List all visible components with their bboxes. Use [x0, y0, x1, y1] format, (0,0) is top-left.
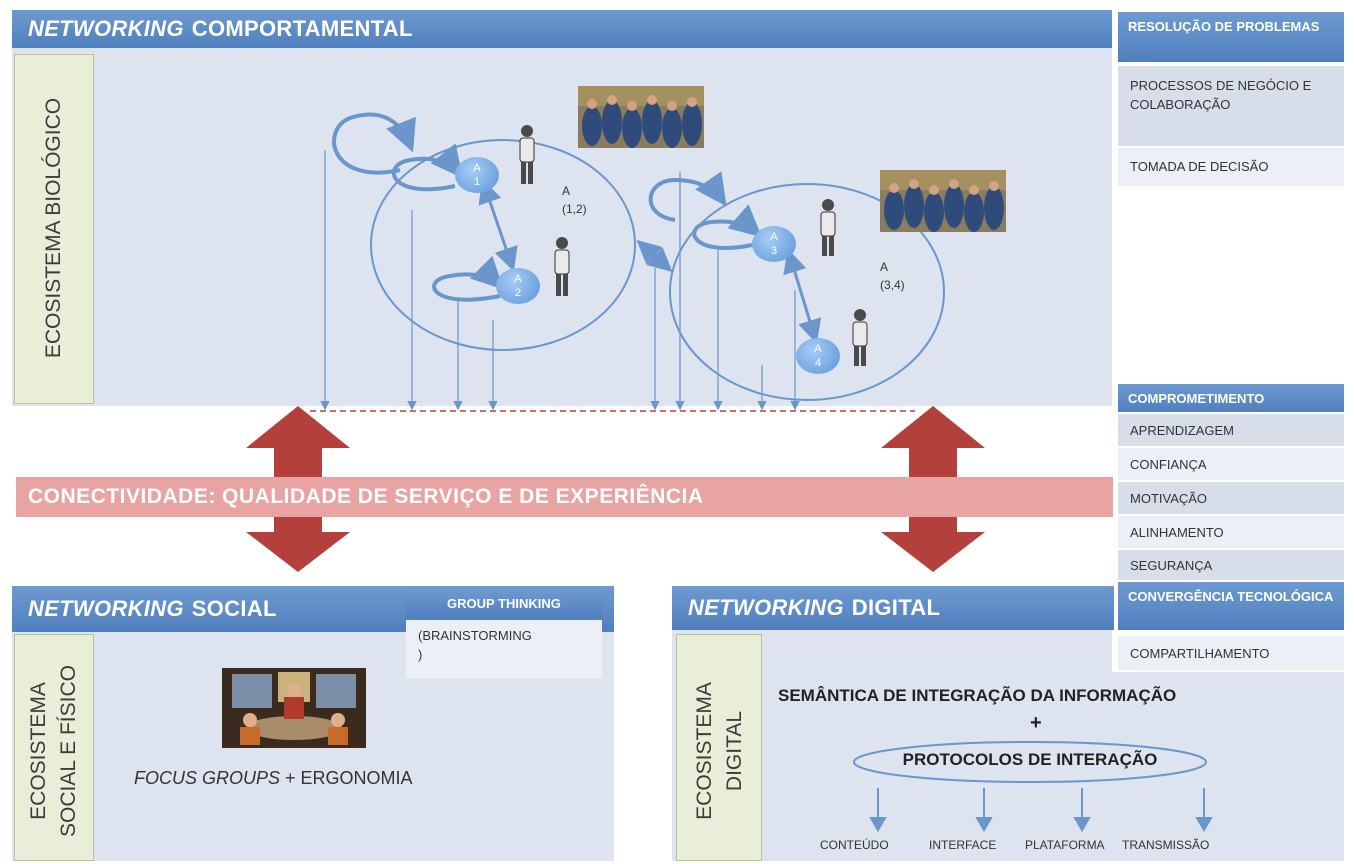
loop-a3 — [692, 204, 763, 251]
loop-outer-1 — [332, 112, 416, 175]
commitment-item: APRENDIZAGEM — [1118, 414, 1344, 446]
meeting-illustration — [222, 668, 366, 748]
node-a1: A 1 — [455, 157, 499, 193]
relation-label-1-2: A (1,2) — [562, 184, 587, 216]
commitment-item: CONFIANÇA — [1118, 448, 1344, 480]
biological-ecosystem-side: ECOSISTEMA BIOLÓGICO — [14, 54, 94, 404]
digital-title: DIGITAL — [851, 595, 941, 620]
relation-label-3-4: A (3,4) — [880, 260, 905, 292]
crowd-photo — [578, 86, 704, 148]
loop-a1 — [391, 143, 464, 192]
node-a4: A 4 — [796, 338, 840, 374]
edge-a3-a4 — [783, 248, 822, 344]
tech-convergence-header: CONVERGÊNCIA TECNOLÓGICA — [1118, 582, 1344, 630]
loop-a2 — [432, 255, 504, 302]
layer-arrows — [869, 788, 1213, 832]
node-a2: A 2 — [496, 268, 540, 304]
plus-sign: + — [1030, 712, 1042, 734]
business-process-item: PROCESSOS DE NEGÓCIO E COLABORAÇÃO — [1118, 66, 1344, 146]
digital-title-italic: NETWORKING — [688, 595, 844, 620]
digital-panel-right — [1112, 672, 1344, 861]
social-title-italic: NETWORKING — [28, 596, 184, 621]
layer-content: CONTEÚDO — [820, 838, 889, 852]
commitment-item: ALINHAMENTO — [1118, 516, 1344, 548]
person-icon — [852, 309, 868, 366]
behavioral-diagram — [310, 86, 1006, 412]
social-ecosystem-label: ECOSISTEMA SOCIAL E FÍSICO — [27, 665, 80, 837]
group-thinking-header: GROUP THINKING — [406, 589, 602, 619]
digital-header: NETWORKING DIGITAL — [672, 586, 1114, 630]
node-a3: A 3 — [752, 226, 796, 262]
group-ellipse-1 — [370, 139, 636, 351]
person-icon — [519, 125, 535, 184]
behavioral-title: COMPORTAMENTAL — [191, 16, 413, 41]
edge-a1-a2 — [478, 178, 518, 272]
digital-ecosystem-label: ECOSISTEMA DIGITAL — [693, 682, 746, 820]
problem-solving-header: RESOLUÇÃO DE PROBLEMAS — [1118, 12, 1344, 62]
focus-groups-text: FOCUS GROUPS — [134, 768, 281, 788]
edge-groups — [636, 240, 673, 272]
layer-transmission: TRANSMISSÃO — [1122, 838, 1210, 852]
up-arrow-right — [881, 406, 985, 478]
layer-platform: PLATAFORMA — [1025, 838, 1105, 852]
down-arrow-right — [881, 517, 985, 572]
protocols-text: PROTOCOLOS DE INTERAÇÃO — [902, 750, 1158, 769]
ergonomics-text: + ERGONOMIA — [280, 768, 413, 788]
focus-groups-caption: FOCUS GROUPS + ERGONOMIA — [134, 768, 413, 789]
social-title: SOCIAL — [191, 596, 277, 621]
down-arrow-left — [246, 517, 350, 572]
behavioral-title-italic: NETWORKING — [28, 16, 184, 41]
semantics-text: SEMÂNTICA DE INTEGRAÇÃO DA INFORMAÇÃO — [778, 686, 1177, 705]
commitment-item: SEGURANÇA — [1118, 550, 1344, 580]
group-ellipse-2 — [669, 183, 945, 401]
commitment-header: COMPROMETIMENTO — [1118, 384, 1344, 412]
red-arrows — [246, 406, 985, 572]
protocols-ellipse — [853, 741, 1207, 783]
connectivity-bar: CONECTIVIDADE: QUALIDADE DE SERVIÇO E DE… — [16, 477, 1113, 517]
loop-outer-2 — [648, 171, 727, 222]
crowd-photo — [880, 170, 1006, 232]
layer-interface: INTERFACE — [929, 838, 997, 852]
person-icon — [554, 237, 570, 296]
person-icon — [820, 199, 836, 256]
behavioral-header: NETWORKING COMPORTAMENTAL — [12, 10, 1112, 48]
social-ecosystem-side: ECOSISTEMA SOCIAL E FÍSICO — [14, 634, 94, 861]
commitment-item: MOTIVAÇÃO — [1118, 482, 1344, 514]
digital-ecosystem-side: ECOSISTEMA DIGITAL — [676, 634, 762, 861]
up-arrow-left — [246, 406, 350, 478]
decision-making-item: TOMADA DE DECISÃO — [1118, 148, 1344, 186]
sharing-item: COMPARTILHAMENTO — [1118, 636, 1344, 670]
brainstorming-item: (BRAINSTORMING ) — [406, 620, 602, 678]
